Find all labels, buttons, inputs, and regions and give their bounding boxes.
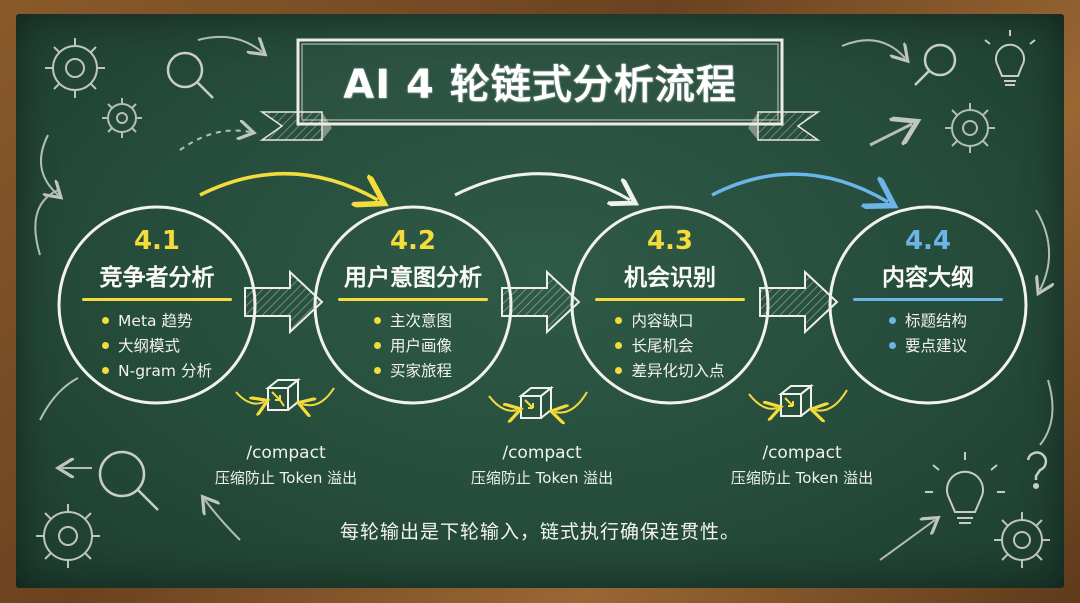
compact-note-3: /compact 压缩防止 Token 溢出 — [702, 443, 902, 488]
list-item-text: 要点建议 — [904, 337, 967, 355]
bullet-dot — [373, 367, 381, 374]
compress-box-icon — [235, 377, 335, 410]
gear-icon — [45, 38, 105, 98]
list-item: Meta 趋势 — [102, 309, 212, 334]
compact-command: /compact — [246, 443, 326, 463]
compact-note-2: /compact 压缩防止 Token 溢出 — [442, 443, 642, 488]
bullet-dot — [102, 342, 110, 349]
stage-number: 4.2 — [389, 226, 437, 256]
bullet-dot — [888, 317, 896, 324]
bullet-dot — [888, 342, 896, 349]
magnifier-icon — [914, 43, 957, 86]
gear-icon — [994, 512, 1050, 568]
title-banner — [259, 38, 821, 141]
bullet-dot — [102, 367, 110, 374]
stage-items: 主次意图 用户画像 买家旅程 — [373, 309, 452, 384]
stage-4-1: 4.1 竞争者分析 Meta 趋势 大纲模式 N-gram 分析 — [52, 226, 262, 384]
stage-name: 内容大纲 — [882, 265, 974, 291]
flow-arrow-2 — [501, 269, 581, 335]
stage-underline — [853, 298, 1003, 301]
stage-4-2: 4.2 用户意图分析 主次意图 用户画像 买家旅程 — [308, 226, 518, 384]
bullet-dot — [615, 342, 623, 349]
list-item: 长尾机会 — [615, 334, 724, 359]
footer-note: 每轮输出是下轮输入，链式执行确保连贯性。 — [339, 521, 740, 543]
arc-1-2 — [199, 172, 378, 200]
list-item: 差异化切入点 — [615, 359, 725, 384]
stage-name: 用户意图分析 — [344, 265, 482, 291]
gear-icon — [36, 504, 100, 568]
lightbulb-icon — [925, 452, 1005, 524]
bullet-dot — [102, 317, 110, 324]
list-item-text: 内容缺口 — [631, 312, 694, 330]
list-item-text: 主次意图 — [389, 312, 452, 330]
list-item: 大纲模式 — [102, 334, 212, 359]
list-item-text: 买家旅程 — [389, 362, 452, 380]
bullet-dot — [615, 317, 623, 324]
flow-arrow-1 — [244, 269, 324, 335]
arc-3-4 — [711, 172, 888, 202]
stage-number: 4.4 — [904, 226, 952, 256]
stage-underline — [338, 298, 488, 301]
bullet-dot — [615, 367, 623, 374]
list-item-text: 大纲模式 — [118, 337, 181, 355]
stage-4-3: 4.3 机会识别 内容缺口 长尾机会 差异化切入点 — [565, 226, 775, 384]
stage-items: 标题结构 要点建议 — [888, 309, 967, 359]
list-item: 要点建议 — [888, 334, 967, 359]
list-item-text: 用户画像 — [389, 337, 452, 355]
gear-icon — [102, 98, 142, 138]
gear-icon — [945, 103, 995, 153]
compact-description: 压缩防止 Token 溢出 — [730, 469, 874, 487]
magnifier-icon — [98, 450, 159, 511]
list-item-text: Meta 趋势 — [118, 312, 193, 330]
list-item-text: 差异化切入点 — [631, 362, 725, 380]
compact-note-1: /compact 压缩防止 Token 溢出 — [186, 443, 386, 488]
list-item-text: N-gram 分析 — [118, 362, 212, 380]
list-item: 标题结构 — [888, 309, 967, 334]
bullet-dot — [373, 317, 381, 324]
page-title: AI 4 轮链式分析流程 — [343, 62, 737, 108]
arrow-icon — [34, 35, 1052, 561]
magnifier-icon — [166, 51, 214, 99]
bullet-dot — [373, 342, 381, 349]
list-item: 主次意图 — [373, 309, 452, 334]
question-mark-icon — [1026, 451, 1048, 490]
stage-name: 机会识别 — [624, 265, 716, 291]
compact-command: /compact — [762, 443, 842, 463]
compact-command: /compact — [502, 443, 582, 463]
stage-items: 内容缺口 长尾机会 差异化切入点 — [615, 309, 725, 384]
stage-underline — [595, 298, 745, 301]
list-item: 内容缺口 — [615, 309, 724, 334]
arc-2-3 — [454, 172, 630, 200]
list-item: 用户画像 — [373, 334, 452, 359]
compact-description: 压缩防止 Token 溢出 — [470, 469, 614, 487]
stage-4-4: 4.4 内容大纲 标题结构 要点建议 — [823, 226, 1033, 359]
compress-box-icon — [748, 383, 848, 416]
flow-arrow-3 — [759, 269, 839, 335]
list-item-text: 长尾机会 — [631, 337, 694, 355]
list-item: N-gram 分析 — [102, 359, 212, 384]
lightbulb-icon — [984, 30, 1036, 86]
list-item-text: 标题结构 — [904, 312, 967, 330]
stage-items: Meta 趋势 大纲模式 N-gram 分析 — [102, 309, 212, 384]
stage-number: 4.3 — [646, 226, 694, 256]
compress-box-icon — [488, 385, 588, 418]
stage-number: 4.1 — [133, 226, 181, 256]
list-item: 买家旅程 — [373, 359, 452, 384]
stage-underline — [82, 298, 232, 301]
stage-name: 竞争者分析 — [99, 265, 215, 291]
compact-description: 压缩防止 Token 溢出 — [214, 469, 358, 487]
